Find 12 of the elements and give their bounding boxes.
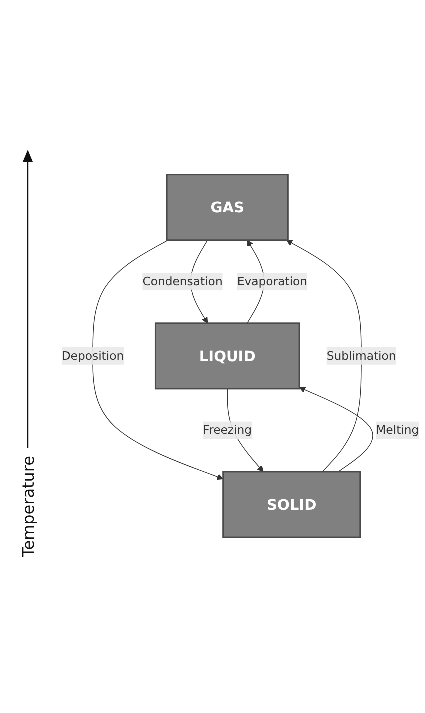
arrow bbox=[299, 387, 374, 473]
edge-label: Melting bbox=[376, 424, 420, 438]
edge-label: Condensation bbox=[142, 274, 223, 289]
node-box: SOLID bbox=[222, 472, 362, 539]
node-box: LIQUID bbox=[154, 323, 300, 390]
edge-label: Evaporation bbox=[237, 274, 308, 289]
axis-label: Temperature bbox=[18, 456, 38, 558]
edge-label: Freezing bbox=[203, 424, 252, 438]
edge-label: Sublimation bbox=[326, 349, 396, 364]
edge-label: Deposition bbox=[62, 349, 124, 364]
node-box: GAS bbox=[166, 174, 289, 242]
arrow bbox=[286, 240, 362, 473]
